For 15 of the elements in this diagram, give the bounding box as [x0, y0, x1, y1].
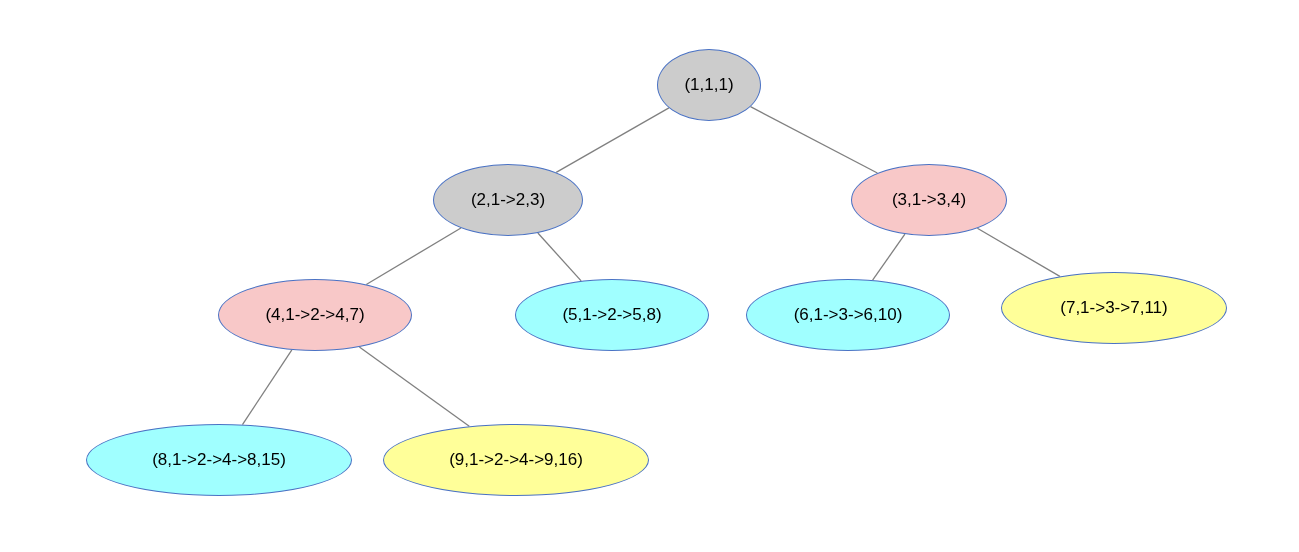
node-label: (1,1,1): [684, 75, 734, 95]
connector-line: [358, 346, 470, 427]
node-label: (2,1->2,3): [470, 190, 546, 210]
connector-line: [555, 107, 670, 174]
node-label: (9,1->2->4->9,16): [449, 450, 583, 470]
node-label: (4,1->2->4,7): [265, 305, 365, 325]
node-label: (6,1->3->6,10): [793, 305, 903, 325]
node-label: (5,1->2->5,8): [562, 305, 662, 325]
connector-line: [241, 349, 293, 426]
node-label: (8,1->2->4->8,15): [152, 450, 286, 470]
connector-line: [976, 227, 1061, 278]
connector-line: [365, 227, 462, 286]
node-label: (7,1->3->7,11): [1060, 298, 1168, 318]
node-label: (3,1->3,4): [891, 190, 967, 210]
connector-line: [749, 106, 878, 174]
